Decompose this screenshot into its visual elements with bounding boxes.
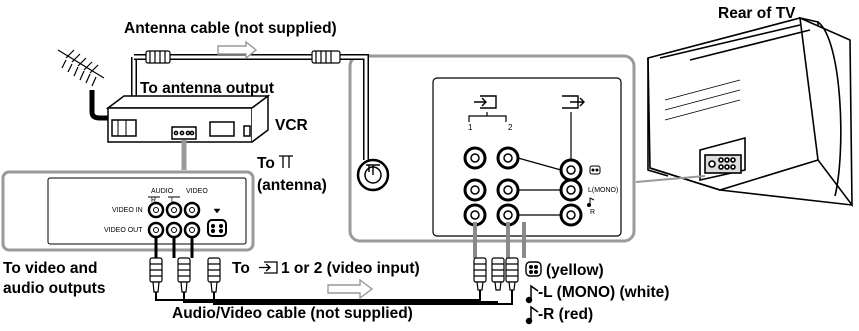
vcr-video-label: VIDEO — [186, 188, 208, 195]
to-video-input-prefix-label: To — [232, 260, 250, 277]
vcr-label: VCR — [275, 117, 308, 134]
tv-zoom-pointer — [635, 175, 706, 183]
antenna-terminal-icon — [279, 155, 293, 168]
vcr-illustration — [105, 94, 271, 143]
to-video-audio-outputs-line2: audio outputs — [3, 280, 106, 297]
vcr-r-label: R — [151, 197, 157, 204]
av-cable-label: Audio/Video cable (not supplied) — [172, 305, 413, 322]
outdoor-antenna-icon — [57, 49, 110, 121]
vcr-video-out-label: VIDEO OUT — [104, 227, 143, 234]
legend-red-label: -R (red) — [538, 306, 594, 323]
legend-red-note-icon — [525, 305, 539, 325]
video-input-icon — [259, 261, 278, 274]
legend-white-label: -L (MONO) (white) — [538, 284, 670, 301]
tv-video-symbol-icon — [589, 165, 601, 175]
antenna-connector-left — [145, 50, 171, 64]
antenna-flow-arrow — [217, 40, 258, 60]
tv-output-icon — [562, 95, 585, 109]
tv-input-2-label: 2 — [508, 123, 513, 132]
vcr-video-in-label: VIDEO IN — [112, 207, 143, 214]
legend-yellow-label: (yellow) — [546, 262, 604, 279]
antenna-connector-right — [311, 50, 341, 64]
legend-white-note-icon — [525, 284, 539, 304]
antenna-cable-label: Antenna cable (not supplied) — [124, 20, 337, 37]
rear-of-tv-label: Rear of TV — [718, 5, 796, 22]
av-flow-arrow — [327, 278, 374, 300]
to-antenna-output-label: To antenna output — [140, 80, 275, 97]
tv-audio-note-icon — [587, 197, 595, 207]
av-plugs — [149, 257, 519, 293]
vcr-audio-label: AUDIO — [151, 188, 174, 195]
tv-jack-grid — [463, 146, 583, 227]
av-cables — [154, 222, 526, 305]
to-antenna-prefix-label: To — [257, 155, 275, 172]
tv-antenna-jack — [356, 158, 390, 192]
to-antenna-suffix-label: (antenna) — [257, 177, 327, 194]
tv-input-icon — [474, 95, 497, 109]
vcr-jack-grid — [147, 196, 227, 239]
to-video-audio-outputs-line1: To video and — [3, 260, 98, 277]
tv-input-1-label: 1 — [468, 123, 473, 132]
vcr-l-label: L — [171, 197, 175, 204]
to-video-input-suffix-label: 1 or 2 (video input) — [281, 260, 420, 277]
tv-r-label: R — [590, 209, 596, 216]
tv-illustration — [647, 16, 853, 208]
legend-yellow-icon — [525, 261, 542, 277]
tv-l-mono-label: L(MONO) — [588, 187, 619, 194]
